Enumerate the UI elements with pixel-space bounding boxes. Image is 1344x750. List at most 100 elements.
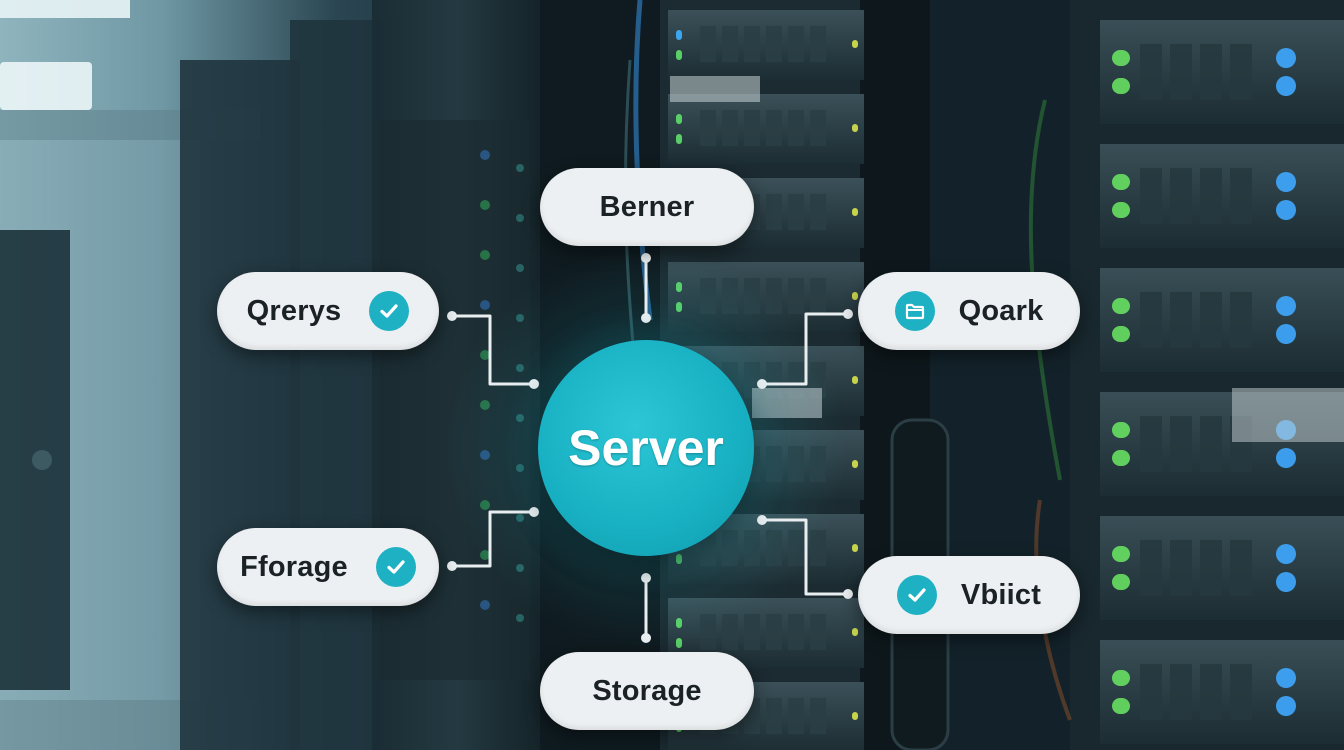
rack-unit: [744, 26, 760, 62]
rack-unit: [788, 614, 804, 650]
status-led: [852, 460, 858, 468]
rack-unit: [722, 26, 738, 62]
rack-unit: [1200, 292, 1222, 348]
rack-unit: [788, 698, 804, 734]
status-led: [1112, 78, 1130, 94]
rack-unit: [766, 110, 782, 146]
node-label: Berner: [599, 190, 695, 223]
status-led: [852, 376, 858, 384]
status-led: [1276, 200, 1296, 220]
rack-unit: [700, 110, 716, 146]
rack-unit: [1140, 168, 1162, 224]
status-led: [1112, 546, 1130, 562]
status-led: [1112, 298, 1130, 314]
status-led: [1112, 670, 1130, 686]
rack-unit: [810, 614, 826, 650]
status-led: [1276, 296, 1296, 316]
status-led: [852, 712, 858, 720]
node-qrerys[interactable]: Qrerys: [217, 272, 439, 350]
rack-unit: [1170, 540, 1192, 596]
rack-unit: [810, 194, 826, 230]
rack-unit: [744, 614, 760, 650]
node-vbiict[interactable]: Vbiict: [858, 556, 1080, 634]
status-led: [676, 134, 682, 144]
status-led: [516, 264, 524, 272]
rack-unit: [1200, 416, 1222, 472]
check-icon: [896, 575, 937, 615]
status-led: [516, 214, 524, 222]
status-led: [516, 614, 524, 622]
node-label: Qoark: [958, 294, 1044, 327]
rack-unit: [1230, 292, 1252, 348]
rack-unit: [788, 110, 804, 146]
rack-unit: [1200, 44, 1222, 100]
rack-unit: [722, 110, 738, 146]
check-icon: [369, 291, 410, 331]
rack-unit: [1230, 44, 1252, 100]
status-led: [852, 40, 858, 48]
rack-unit: [1140, 416, 1162, 472]
status-led: [1112, 326, 1130, 342]
status-led: [1276, 668, 1296, 688]
status-led: [676, 114, 682, 124]
node-fforage[interactable]: Fforage: [217, 528, 439, 606]
rack-unit: [1140, 44, 1162, 100]
status-led: [852, 208, 858, 216]
status-led: [1276, 76, 1296, 96]
status-led: [1276, 324, 1296, 344]
rack-unit: [1230, 540, 1252, 596]
status-led: [1112, 698, 1130, 714]
status-led: [852, 628, 858, 636]
status-led: [1276, 448, 1296, 468]
status-led: [480, 200, 490, 210]
rack-unit: [1170, 416, 1192, 472]
rack-unit: [1200, 168, 1222, 224]
rack-unit: [766, 614, 782, 650]
status-led: [1276, 48, 1296, 68]
rack-unit: [700, 26, 716, 62]
rack-unit: [788, 278, 804, 314]
status-led: [1276, 696, 1296, 716]
rack-unit: [810, 278, 826, 314]
status-led: [1112, 422, 1130, 438]
rack-unit: [1230, 168, 1252, 224]
status-led: [1276, 172, 1296, 192]
rack-unit: [1140, 292, 1162, 348]
status-led: [1112, 450, 1130, 466]
rack-unit: [1140, 540, 1162, 596]
rack-unit: [1200, 540, 1222, 596]
node-storage[interactable]: Storage: [540, 652, 754, 730]
rack-unit: [766, 26, 782, 62]
status-led: [480, 300, 490, 310]
status-led: [852, 124, 858, 132]
rack-unit: [1170, 292, 1192, 348]
status-led: [480, 600, 490, 610]
rack-unit: [788, 194, 804, 230]
node-label: Fforage: [240, 550, 348, 583]
status-led: [852, 544, 858, 552]
rack-unit: [1170, 168, 1192, 224]
rack-unit: [1200, 664, 1222, 720]
rack-unit: [810, 110, 826, 146]
status-led: [676, 30, 682, 40]
check-icon: [375, 547, 416, 587]
hub-label: Server: [568, 420, 724, 476]
rack-unit: [1230, 664, 1252, 720]
node-label: Vbiict: [960, 578, 1042, 611]
status-led: [1112, 174, 1130, 190]
node-label: Storage: [592, 674, 702, 707]
node-qoark[interactable]: Qoark: [858, 272, 1080, 350]
rack-unit: [766, 698, 782, 734]
rack-unit: [810, 698, 826, 734]
status-led: [1112, 202, 1130, 218]
status-led: [1276, 544, 1296, 564]
status-led: [1112, 50, 1130, 66]
rack-unit: [1170, 44, 1192, 100]
rack-unit: [810, 26, 826, 62]
folder-icon: [894, 291, 935, 331]
node-berner[interactable]: Berner: [540, 168, 754, 246]
server-hub-node[interactable]: Server: [538, 340, 754, 556]
rack-unit: [788, 26, 804, 62]
status-led: [1112, 574, 1130, 590]
